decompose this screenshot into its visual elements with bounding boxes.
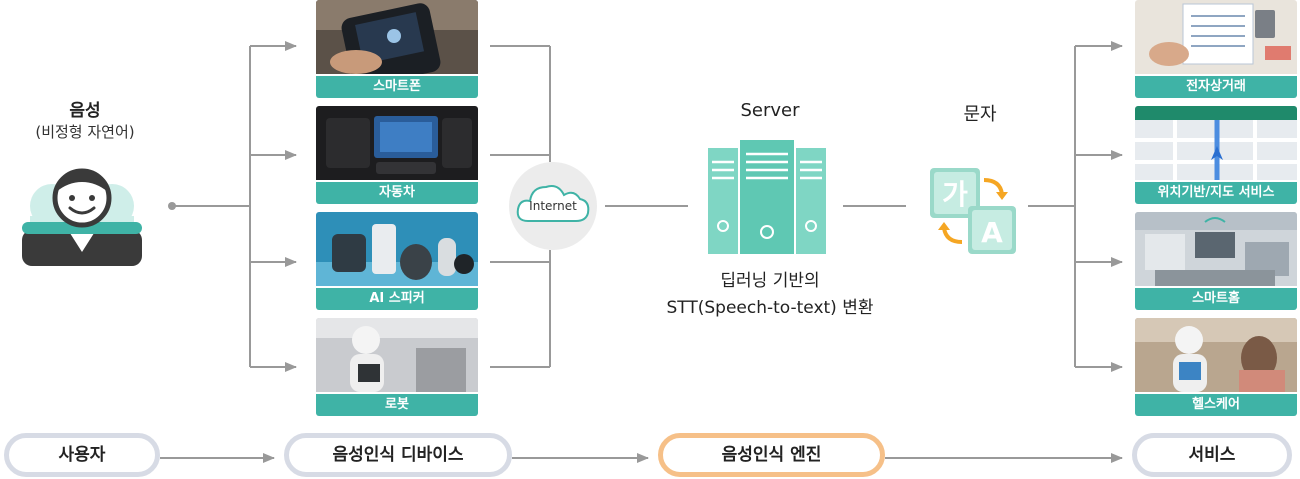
service-tile-smart-home: 스마트홈 <box>1135 212 1297 310</box>
device-tile-robot: 로봇 <box>316 318 478 416</box>
stage-engine: 음성인식 엔진 <box>658 433 885 477</box>
cloud-icon <box>516 185 590 222</box>
service-tile-ecommerce: 전자상거래 <box>1135 0 1297 98</box>
internet-label: Internet <box>529 199 577 213</box>
translate-icon: 가 A <box>930 168 1016 254</box>
robot-photo <box>316 318 478 392</box>
service-label: 위치기반/지도 서비스 <box>1135 182 1297 204</box>
ecommerce-photo <box>1135 0 1297 74</box>
server-title: Server <box>740 100 800 121</box>
device-label: 자동차 <box>316 182 478 204</box>
service-tile-healthcare: 헬스케어 <box>1135 318 1297 416</box>
device-tile-car: 자동차 <box>316 106 478 204</box>
service-label: 스마트홈 <box>1135 288 1297 310</box>
server-desc-line2: STT(Speech-to-text) 변환 <box>666 298 874 318</box>
smart-home-photo <box>1135 212 1297 286</box>
service-label: 헬스케어 <box>1135 394 1297 416</box>
server-desc-line1: 딥러닝 기반의 <box>720 271 820 291</box>
device-tile-smartphone: 스마트폰 <box>316 0 478 98</box>
stage-user: 사용자 <box>4 433 160 477</box>
server-description: 딥러닝 기반의 STT(Speech-to-text) 변환 <box>610 268 930 322</box>
user-subtitle: (비정형 자연어) <box>35 123 135 141</box>
device-label: 로봇 <box>316 394 478 416</box>
service-tile-map: 위치기반/지도 서비스 <box>1135 106 1297 204</box>
user-title: 음성 <box>69 101 101 121</box>
device-label: 스마트폰 <box>316 76 478 98</box>
device-label: AI 스피커 <box>316 288 478 310</box>
map-photo <box>1135 106 1297 180</box>
healthcare-photo <box>1135 318 1297 392</box>
user-avatar-icon <box>22 168 142 266</box>
smartphone-photo <box>316 0 478 74</box>
stage-service: 서비스 <box>1132 433 1292 477</box>
server-rack-icon <box>708 140 826 254</box>
service-label: 전자상거래 <box>1135 76 1297 98</box>
stage-device: 음성인식 디바이스 <box>284 433 512 477</box>
car-dashboard-photo <box>316 106 478 180</box>
ai-speaker-photo <box>316 212 478 286</box>
svg-text:A: A <box>981 216 1003 249</box>
svg-text:가: 가 <box>942 178 968 211</box>
text-title: 문자 <box>963 104 997 125</box>
device-tile-ai-speaker: AI 스피커 <box>316 212 478 310</box>
